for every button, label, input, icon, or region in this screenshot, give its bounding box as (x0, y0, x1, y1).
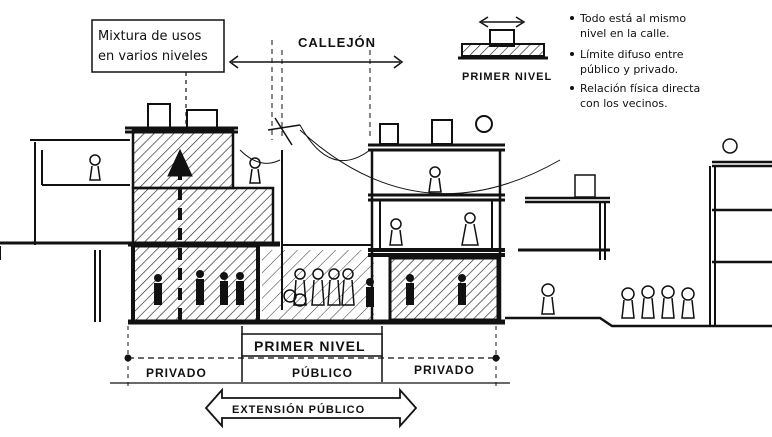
privado-right-label: PRIVADO (414, 363, 475, 377)
publico-label: PÚBLICO (292, 365, 353, 380)
mixtura-text-line2: en varios niveles (98, 49, 208, 64)
svg-text:Todo está al mismo: Todo está al mismo (579, 12, 686, 25)
notes: Todo está al mismo nivel en la calle. Lí… (570, 12, 700, 110)
privado-left-label: PRIVADO (146, 366, 207, 380)
primer-nivel-icon: PRIMER NIVEL (458, 16, 552, 83)
far-right-buildings (518, 138, 772, 326)
people-upper-left (89, 154, 261, 184)
svg-text:público y privado.: público y privado. (580, 63, 678, 76)
note-3: Relación física directa con los vecinos. (570, 82, 700, 110)
note-1: Todo está al mismo nivel en la calle. (570, 12, 686, 40)
svg-text:Límite difuso entre: Límite difuso entre (580, 48, 684, 61)
mixtura-label-box: Mixtura de usos en varios niveles (91, 19, 225, 73)
extension-label: EXTENSIÓN PÚBLICO (232, 403, 365, 416)
alley (239, 117, 561, 320)
svg-text:con los vecinos.: con los vecinos. (580, 97, 668, 110)
mixtura-text-line1: Mixtura de usos (98, 29, 202, 44)
svg-text:nivel en la calle.: nivel en la calle. (580, 27, 670, 40)
people-left (154, 270, 244, 305)
primer-nivel-icon-label: PRIMER NIVEL (462, 71, 552, 83)
people-right-upper (389, 166, 479, 246)
extension-arrow: EXTENSIÓN PÚBLICO (204, 387, 418, 429)
people-right (366, 274, 466, 307)
bottom-zones: PRIMER NIVEL PRIVADO PÚBLICO PRIVADO (110, 326, 510, 390)
people-far-right (541, 283, 695, 319)
svg-text:Relación física directa: Relación física directa (580, 82, 700, 95)
note-2: Límite difuso entre público y privado. (570, 48, 684, 76)
primer-nivel-main-label: PRIMER NIVEL (254, 338, 366, 354)
callejon-dimension: CALLEJÓN (228, 35, 404, 140)
right-building (368, 115, 505, 322)
callejon-label: CALLEJÓN (298, 35, 376, 50)
